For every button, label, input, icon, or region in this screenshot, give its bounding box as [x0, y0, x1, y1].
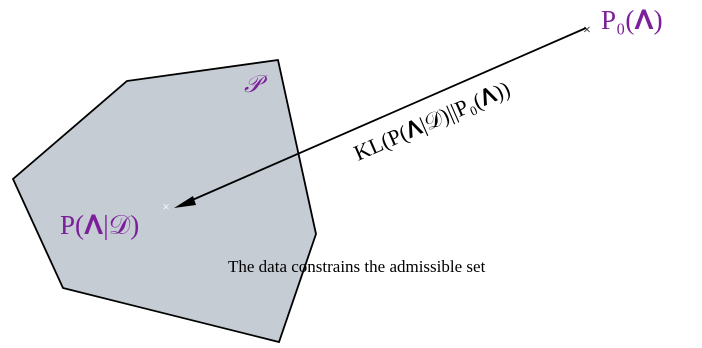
prior-marker: × [583, 23, 591, 38]
divergence-arrow-line [189, 27, 587, 202]
posterior-label: P(𝚲|𝒟) [60, 210, 139, 240]
posterior-marker: × [162, 199, 169, 214]
caption-text: The data constrains the admissible set [228, 257, 486, 276]
admissible-region [11, 58, 317, 344]
prior-label: P₀(𝚲) [601, 5, 663, 35]
divergence-arrowhead [174, 196, 196, 208]
